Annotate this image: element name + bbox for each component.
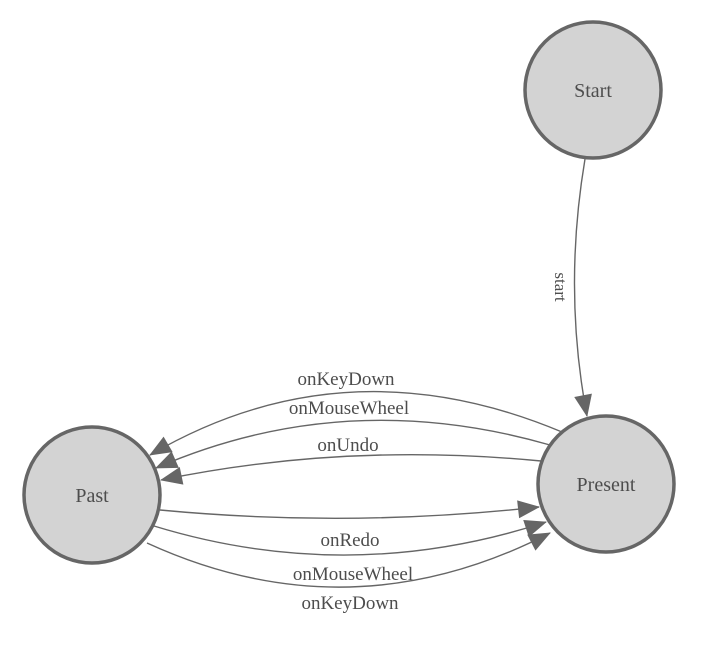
edge-label-onundo: onUndo <box>317 435 378 456</box>
state-node-present[interactable]: Present <box>536 414 676 554</box>
edge-onundo-present-to-past <box>160 453 542 485</box>
edge-onmousewheel-past-to-present <box>153 519 547 556</box>
edge-label-onmousewheel-top: onMouseWheel <box>289 398 409 419</box>
edge-onredo-past-to-present <box>159 500 540 520</box>
edge-onkeydown-past-to-present <box>146 532 551 588</box>
edge-onmousewheel-present-to-past <box>155 419 551 469</box>
state-node-past-circle <box>22 425 162 565</box>
state-node-start-label: Start <box>574 80 612 102</box>
edge-start-to-present <box>573 158 592 417</box>
edge-label-onkeydown-top: onKeyDown <box>297 369 395 390</box>
state-node-present-label: Present <box>577 474 636 496</box>
edge-label-onkeydown-bottom: onKeyDown <box>301 593 399 614</box>
state-node-start-circle <box>523 20 663 160</box>
edge-label-onmousewheel-bottom: onMouseWheel <box>293 564 413 585</box>
edge-label-onredo: onRedo <box>320 530 379 551</box>
state-node-present-circle <box>536 414 676 554</box>
edge-label-start: start <box>551 272 570 302</box>
edge-onkeydown-present-to-past <box>149 390 563 456</box>
state-node-past-label: Past <box>75 485 109 507</box>
state-node-past[interactable]: Past <box>22 425 162 565</box>
state-node-start[interactable]: Start <box>523 20 663 160</box>
